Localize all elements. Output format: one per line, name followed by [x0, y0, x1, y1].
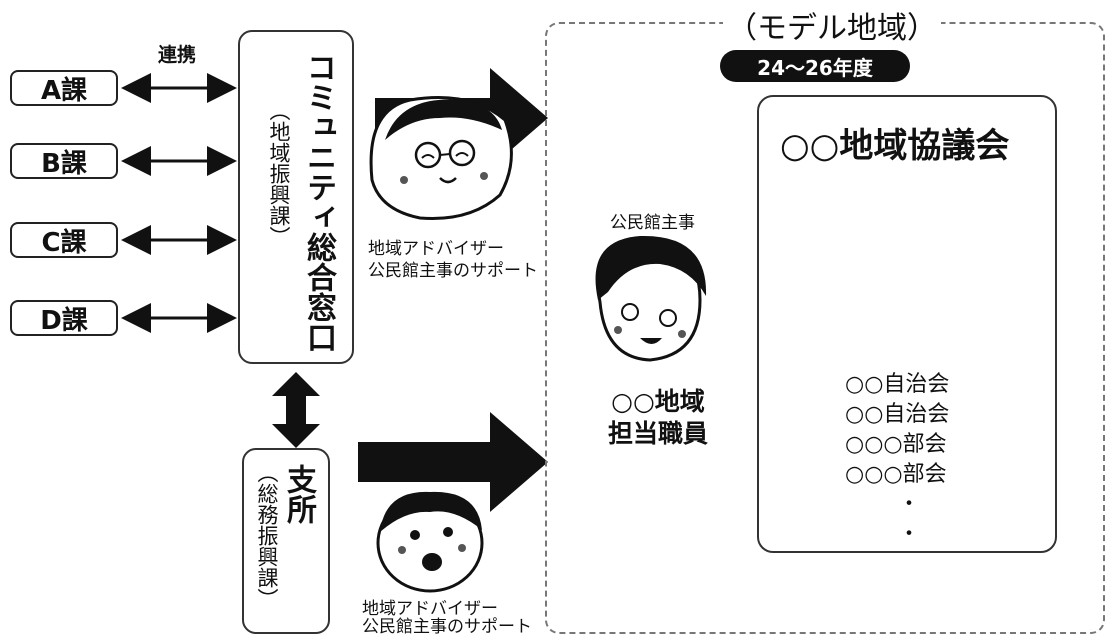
- officer-face: [595, 235, 707, 362]
- council-member: ○○自治会: [845, 402, 950, 427]
- community-window-subtitle: （地域振興課）: [267, 100, 291, 247]
- officer-role-label: 公民館主事: [610, 213, 695, 233]
- council-member-ellipsis: ・: [898, 492, 921, 517]
- regional-council-box: [757, 95, 1057, 553]
- branch-office-box: 支所 （総務振興課）: [242, 448, 330, 634]
- vertical-double-arrow: [272, 372, 320, 448]
- dept-d-box: D課: [10, 300, 118, 336]
- staff-line1: ○○地域: [611, 387, 705, 416]
- regional-council-title: ○○地域協議会: [780, 126, 1010, 166]
- advisor-top-line2: 公民館主事のサポート: [368, 261, 538, 281]
- staff-line2: 担当職員: [607, 419, 708, 448]
- advisor-bottom-line1: 地域アドバイザー: [362, 599, 498, 619]
- council-member: ○○自治会: [845, 372, 950, 397]
- advisor-face-bottom: [376, 491, 484, 593]
- council-member-ellipsis: ・: [898, 522, 921, 547]
- council-member: ○○○部会: [845, 462, 947, 487]
- model-region-title: （モデル地域）: [723, 3, 941, 47]
- branch-office-title: 支所: [281, 464, 316, 524]
- advisor-face-top: [369, 96, 513, 220]
- advisor-top-line1: 地域アドバイザー: [368, 239, 504, 259]
- advisor-bottom-line2: 公民館主事のサポート: [362, 617, 532, 637]
- dept-a-box: A課: [10, 70, 118, 106]
- dept-c-box: C課: [10, 222, 118, 258]
- community-window-title: コミュニティ総合窓口: [301, 52, 336, 352]
- dept-b-box: B課: [10, 143, 118, 179]
- council-member: ○○○部会: [845, 432, 947, 457]
- link-label: 連携: [158, 44, 197, 66]
- community-window-box: コミュニティ総合窓口 （地域振興課）: [238, 30, 354, 364]
- big-arrow-bottom: [358, 412, 548, 512]
- branch-office-subtitle: （総務振興課）: [255, 462, 279, 609]
- year-range-badge: 24〜26年度: [720, 50, 910, 82]
